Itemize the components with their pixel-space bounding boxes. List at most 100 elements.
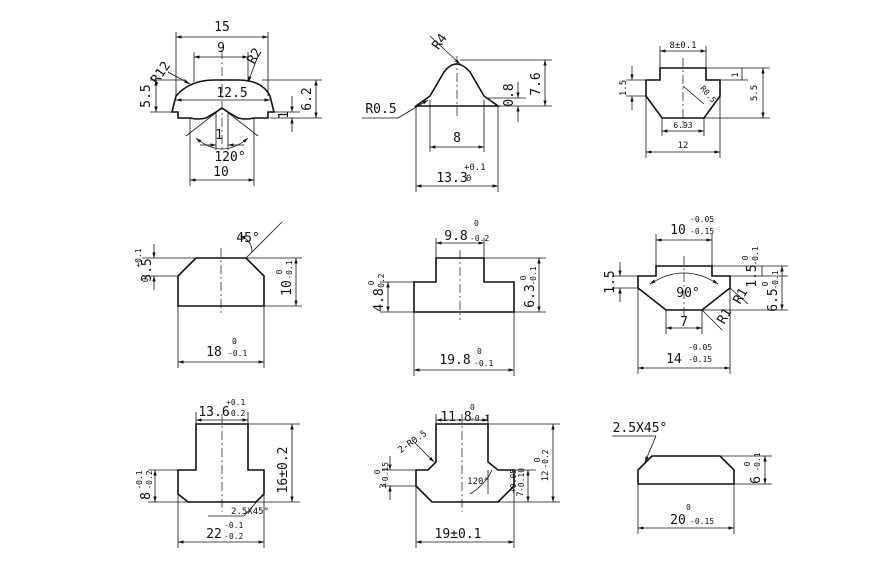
p8-dim-19: 19±0.1 [435,527,482,542]
p7-dim-16: 16±0.2 [276,447,291,494]
p9-dim-6: 6 [749,476,764,484]
profile-7-outline [177,423,265,503]
p8-dim-3: 3 [379,483,389,488]
p6-tol-6-5-upper: 0 [761,281,770,286]
p5-tol-9-8-upper: 0 [474,219,479,228]
p3-dim-8: 8±0.1 [669,41,696,51]
p8-dim-11-8: 11.8 [440,410,471,425]
p5-dim-6-3: 6.3 [523,284,538,307]
p3-dim-1: 1 [731,72,741,77]
p7-dim-chamfer: 2.5X45° [231,507,269,517]
profile-8-outline [415,423,515,503]
p1-dim-5-5: 5.5 [139,84,154,107]
p2-dim-8: 8 [453,131,461,146]
profile-9: 2.5X45° 6 0 -0.1 20 0 -0.15 [612,421,772,534]
p5-tol-4-8-upper: 0 [367,280,376,285]
p5-dim-4-8: 4.8 [372,288,387,311]
p3-dim-5-5: 5.5 [750,85,760,101]
p5-tol-4-8-lower: -0.2 [377,273,386,292]
p8-tol-3-upper: 0 [373,469,382,474]
p6-dim-14: 14 [666,352,682,367]
p7-tol-13-6-upper: +0.1 [226,398,245,407]
p7-dim-22: 22 [206,527,222,542]
p2-dim-r4: R4 [429,31,450,53]
p6-dim-90deg: 90° [676,286,699,301]
p6-dim-r1-upper: R1 [731,286,752,307]
p8-tol-11-8-upper: 0 [470,403,475,412]
p5-tol-6-3-lower: -0.1 [529,266,538,285]
p6-tol-1-5-upper: 0 [741,255,750,260]
p2-dim-0-8: 0.8 [502,83,517,106]
p5-tol-19-8-lower: -0.1 [474,359,493,368]
p7-tol-8-lower: -0.2 [145,470,154,489]
p7-dim-8: 8 [139,492,154,500]
p6-tol-14-upper: -0.05 [688,343,712,352]
p6-tol-10-upper: -0.05 [690,215,714,224]
p8-dim-7: 7 [516,491,526,496]
p1-dim-15: 15 [214,20,230,35]
p5-dim-9-8: 9.8 [444,229,467,244]
p1-dim-6-2: 6.2 [300,87,315,110]
p9-tol-6-lower: -0.1 [753,452,762,471]
p9-tol-6-upper: 0 [743,461,752,466]
p7-tol-22-upper: -0.1 [224,521,243,530]
profile-2: R4 R0.5 0.8 7.6 8 13.3 +0.1 0 [362,31,552,192]
p1-dim-12-5: 12.5 [216,86,247,101]
p1-dim-120deg: 120° [214,150,245,165]
profile-9-outline [637,455,735,485]
p1-dim-r12: R12 [148,59,174,87]
p7-tol-13-6-lower: -0.2 [226,409,245,418]
p3-dim-1-5: 1.5 [619,80,629,96]
p7-tol-22-lower: -0.2 [224,532,243,541]
p3-dim-6-93: 6.93 [673,121,692,130]
profile-8: 11.8 0 -0.1 2-R0.5 3 0 -0.15 120° 7 +0.0… [373,403,560,548]
p1-dim-r2: R2 [245,46,266,67]
profile-3: 8±0.1 1.5 1 R0.5 5.5 6.93 12 [619,41,770,158]
p1-dim-9: 9 [217,41,225,56]
p8-tol-12-lower: -0.2 [541,449,550,468]
p5-dim-19-8: 19.8 [439,353,470,368]
p8-tol-7-upper: +0.05 [509,469,518,493]
profile-6: 10 -0.05 -0.15 1.5 1.5 0 -0.1 6.5 0 -0.1… [603,215,788,374]
p4-dim-3-5: 3.5 [140,258,155,281]
p3-dim-12: 12 [678,141,689,151]
p2-dim-7-6: 7.6 [529,72,544,95]
p5-tol-6-3-upper: 0 [519,275,528,280]
profile-5-outline [413,257,515,313]
profile-2-outline [413,63,501,107]
p8-dim-120deg: 120° [467,477,489,487]
p8-tol-3-lower: -0.15 [381,462,390,486]
p7-tol-8-upper: -0.1 [135,470,144,489]
p6-tol-6-5-lower: -0.1 [771,270,780,289]
p8-dim-12: 12 [541,471,551,482]
p4-tol-10-upper: 0 [275,269,284,274]
profile-5: 9.8 0 -0.2 4.8 0 -0.2 6.3 0 -0.1 19.8 0 … [367,219,546,376]
p6-tol-1-5-lower: -0.1 [751,246,760,265]
p4-dim-45deg: 45° [236,231,259,246]
p6-dim-10: 10 [670,223,686,238]
p7-dim-13-6: 13.6 [198,405,229,420]
p4-dim-10: 10 [280,280,295,296]
p1-dim-1-right: 1 [277,111,292,119]
p2-dim-r0-5: R0.5 [365,102,396,117]
p4-tol-18-lower: -0.1 [228,349,247,358]
p2-dim-13-3: 13.3 [436,171,467,186]
p9-dim-20: 20 [670,513,686,528]
p6-dim-1-5-left: 1.5 [603,270,618,293]
p2-tol-upper: +0.1 [464,163,486,173]
p1-dim-10: 10 [213,165,229,180]
p8-tol-11-8-lower: -0.1 [470,414,489,423]
p6-dim-1-5-right: 1.5 [745,264,760,287]
p6-dim-6-5: 6.5 [766,288,781,311]
p1-dim-1-bottom: 1 [215,128,223,143]
p4-tol-10-lower: -0.1 [285,260,294,279]
profile-4: 45° 3.5 +0.1 0 10 0 -0.1 18 0 -0.1 [134,221,302,368]
profile-7: 13.6 +0.1 -0.2 8 -0.1 -0.2 16±0.2 2.5X45… [135,398,300,548]
p4-tol-upper: +0.1 [134,248,143,267]
p4-tol-18-upper: 0 [232,337,237,346]
p9-dim-chamfer: 2.5X45° [613,421,668,436]
p4-tol-lower: 0 [141,277,150,282]
p8-tol-12-upper: 0 [533,457,542,462]
